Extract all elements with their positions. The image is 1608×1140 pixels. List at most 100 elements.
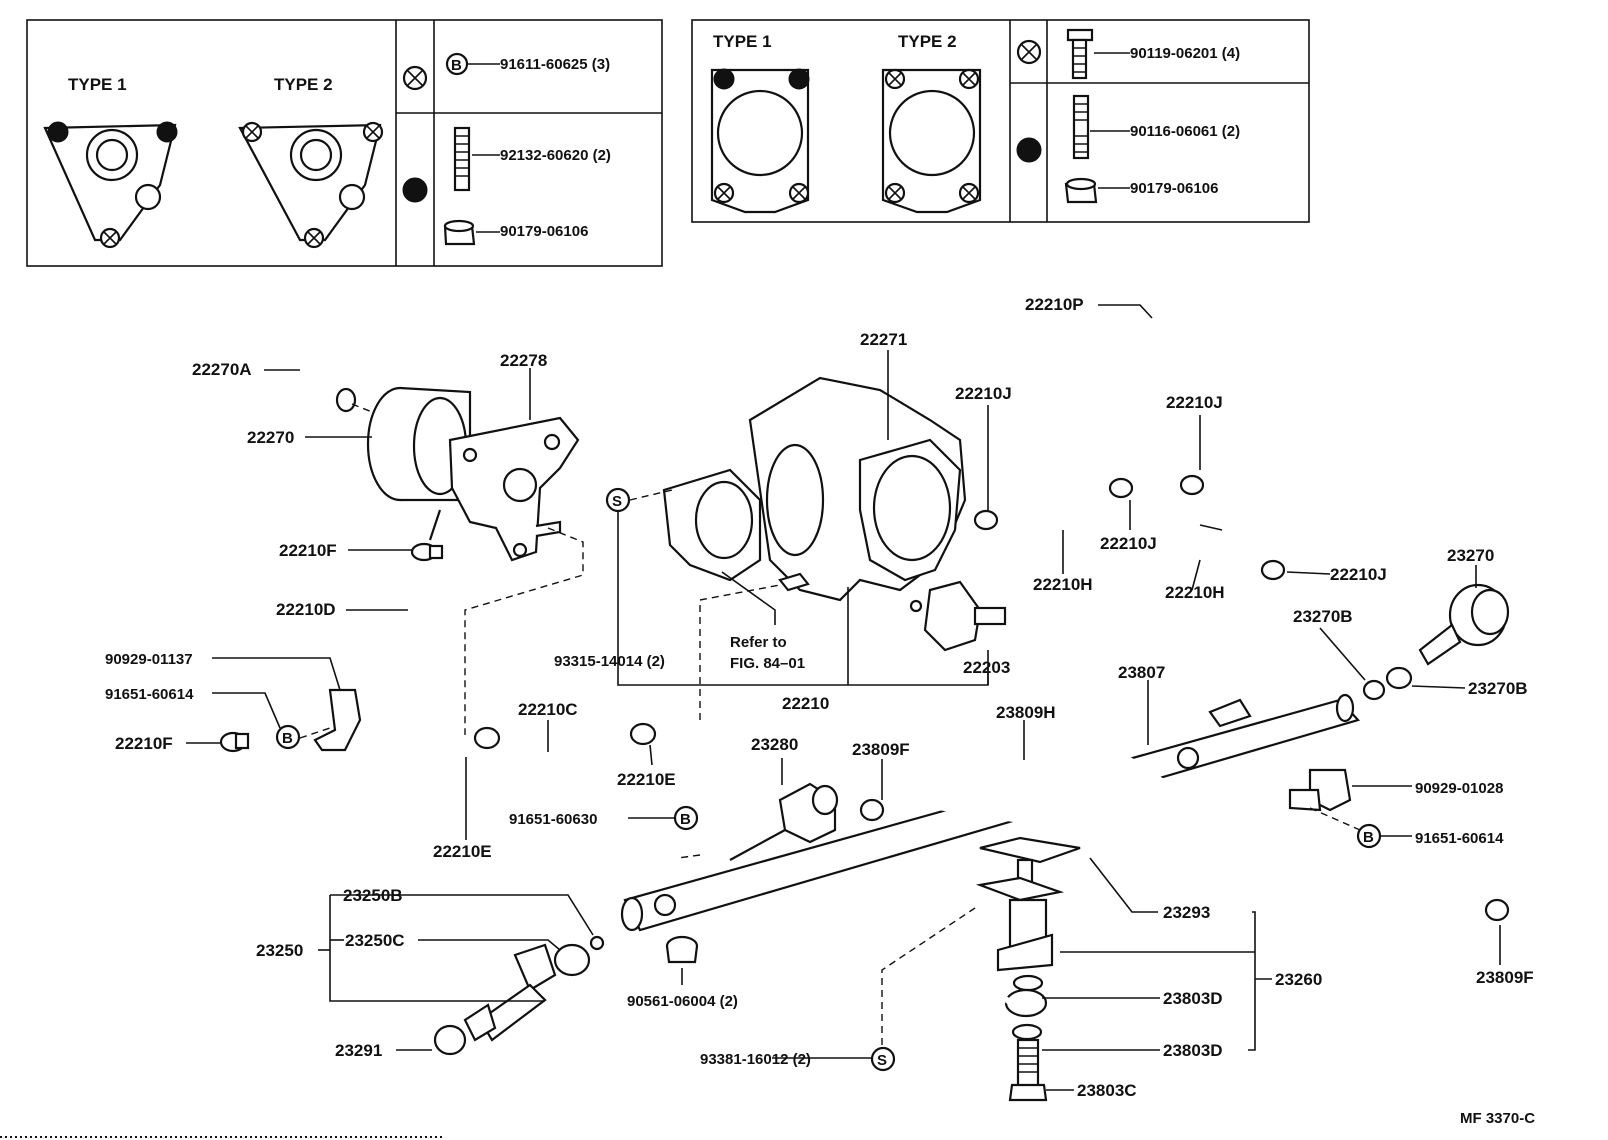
gasket-type2-drawing [881,68,982,214]
stud-symbol [402,177,428,203]
label-22271: 22271 [860,330,907,349]
cross-bolt-symbol [1016,39,1042,65]
label-23807: 23807 [1118,663,1165,682]
legend-right-type1: TYPE 1 [713,32,772,51]
flange-type2-drawing [238,121,384,249]
clip-22210j-drawing [973,509,999,531]
label-22210j: 22210J [955,384,1012,403]
legend-left-part3: 90179-06106 [443,219,588,246]
label-90561-06004: 90561-06004 (2) [627,993,738,1010]
legend-right-part1: 90119-06201 (4) [1066,28,1240,80]
gasket-type1-drawing [710,68,810,214]
legend-left-type2: TYPE 2 [274,75,333,94]
dashed-guides [299,403,1361,1045]
svg-text:90119-06201 (4): 90119-06201 (4) [1130,45,1240,62]
svg-text:90179-06106: 90179-06106 [1130,180,1218,197]
pulsation-damper-drawing [729,782,839,861]
callout-labels: 22270A 22278 22270 22210F 22210D 90929-0… [105,295,1535,1127]
label-22210c: 22210C [518,700,578,719]
label-23291: 23291 [335,1041,382,1060]
circled-s-symbol: S [870,1046,896,1072]
label-23270: 23270 [1447,546,1494,565]
legend-left-type1: TYPE 1 [68,75,127,94]
svg-text:S: S [612,493,622,510]
label-23293: 23293 [1163,903,1210,922]
label-23809h: 23809H [996,703,1056,722]
label-22210h: 22210H [1165,583,1225,602]
svg-text:B: B [1363,829,1374,846]
svg-text:B: B [451,57,462,74]
label-22210h: 22210H [1033,575,1093,594]
label-23270b: 23270B [1468,679,1528,698]
svg-text:B: B [282,730,293,747]
svg-text:90116-06061 (2): 90116-06061 (2) [1130,123,1240,140]
stud-symbol [1016,137,1042,163]
label-22210j: 22210J [1100,534,1157,553]
label-22278: 22278 [500,351,547,370]
label-22210j: 22210J [1166,393,1223,412]
refer-line1: Refer to [730,634,787,651]
legend-left-part1: B 91611-60625 (3) [445,52,610,76]
svg-text:92132-60620 (2): 92132-60620 (2) [500,147,611,164]
pressure-regulator-drawing [1362,583,1510,701]
svg-text:90179-06106: 90179-06106 [500,223,588,240]
label-23803d: 23803D [1163,1041,1223,1060]
label-93315-14014: 93315-14014 (2) [554,653,665,670]
circled-b-symbol: B [1356,823,1382,849]
label-90929-01137: 90929-01137 [105,651,193,668]
svg-text:B: B [680,811,691,828]
label-23250c: 23250C [345,931,405,950]
label-22210p: 22210P [1025,295,1084,314]
label-23250: 23250 [256,941,303,960]
label-22210e: 22210E [433,842,492,861]
label-22210f: 22210F [115,734,173,753]
sensor-22203-drawing [909,580,1007,652]
clip-22210f-drawing [410,542,444,562]
label-23809f: 23809F [1476,968,1534,987]
cross-bolt-symbol [402,65,428,91]
label-22210: 22210 [782,694,829,713]
label-23260: 23260 [1275,970,1322,989]
label-22210j: 22210J [1330,565,1387,584]
figure-code: MF 3370-C [1460,1110,1535,1127]
legend-left-part2: 92132-60620 (2) [453,126,611,192]
bracket-90929-01028-drawing [1288,768,1352,812]
label-91651-60630: 91651-60630 [509,811,597,828]
injector-drawing [433,935,605,1056]
label-23250b: 23250B [343,886,403,905]
throttle-body-drawing [662,376,967,602]
clip-22210e-drawing [473,722,657,750]
legend-right-part2: 90116-06061 (2) [1072,94,1240,160]
leader-lines [186,304,1501,1091]
label-93381-16012: 93381-16012 (2) [700,1051,811,1068]
svg-text:S: S [877,1052,887,1069]
label-91651-60614: 91651-60614 [1415,830,1504,847]
label-23809f: 23809F [852,740,910,759]
refer-line2: FIG. 84–01 [730,655,805,672]
label-91651-60614: 91651-60614 [105,686,194,703]
air-valve-drawing [366,386,580,562]
label-23803c: 23803C [1077,1081,1137,1100]
label-22270: 22270 [247,428,294,447]
label-22210e: 22210E [617,770,676,789]
circled-b-symbol: B [275,724,301,750]
legend-right-type2: TYPE 2 [898,32,957,51]
label-90929-01028: 90929-01028 [1415,780,1503,797]
grommet-90561-drawing [665,935,699,964]
label-23270b: 23270B [1293,607,1353,626]
label-23280: 23280 [751,735,798,754]
circled-b-symbol: B [673,805,699,831]
legend-right: TYPE 1 TYPE 2 [691,19,1310,223]
flange-type1-drawing [43,121,178,249]
bracket-90929-01137-drawing [313,688,362,752]
label-22210d: 22210D [276,600,336,619]
legend-right-part3: 90179-06106 [1064,177,1218,204]
circled-s-symbol: S [605,487,631,513]
pipe-22210p-drawing [1103,294,1296,467]
clip-22210f-left-drawing [219,731,250,753]
svg-text:91611-60625 (3): 91611-60625 (3) [500,56,610,73]
cold-start-injector-drawing [918,836,1081,1102]
label-22203: 22203 [963,658,1010,677]
label-22270a: 22270A [192,360,252,379]
